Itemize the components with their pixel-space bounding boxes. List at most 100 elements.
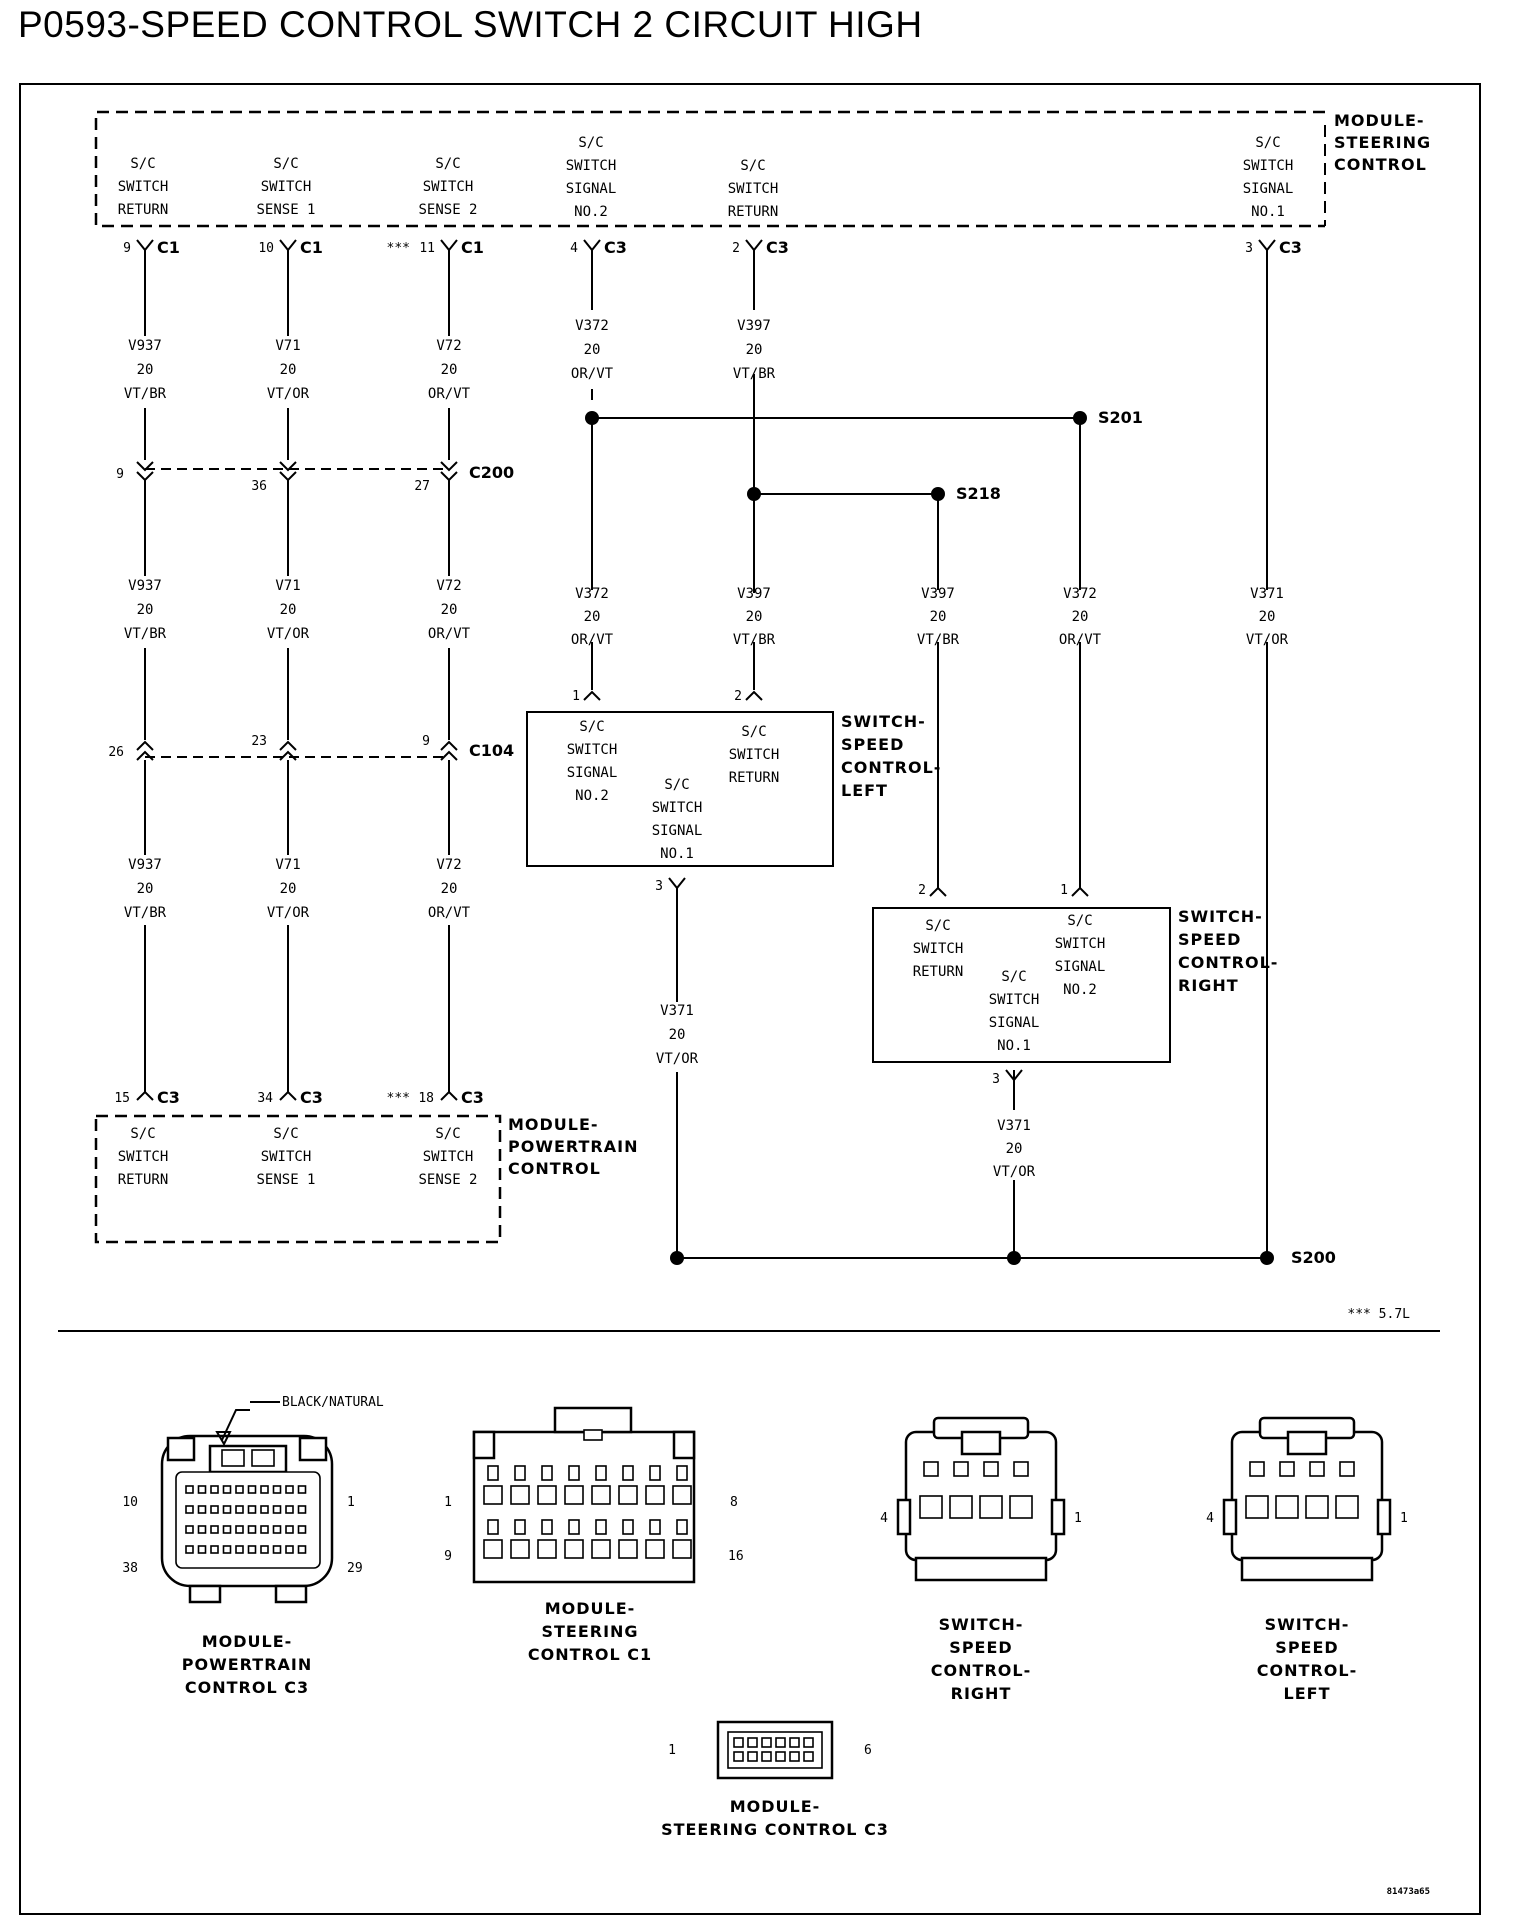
pin-cavity [297, 1505, 307, 1514]
svg-text:S/C: S/C [925, 918, 950, 934]
pin-cavity [618, 1539, 638, 1559]
figure-id: 81473a65 [1387, 1887, 1430, 1897]
pin-cavity [483, 1485, 503, 1505]
pin-cavity [222, 1525, 232, 1534]
pin-cavity [1245, 1495, 1269, 1519]
pin-cavity [645, 1485, 665, 1505]
svg-text:NO.1: NO.1 [1251, 204, 1285, 220]
svg-text:C1: C1 [157, 238, 180, 257]
svg-text:20: 20 [1259, 609, 1276, 625]
switch-left-view-pins: 4 1 [1206, 1511, 1408, 1526]
svg-text:S/C: S/C [1067, 913, 1092, 929]
svg-text:20: 20 [669, 1027, 686, 1043]
svg-text:SWITCH: SWITCH [913, 941, 964, 957]
pin-cavity [537, 1485, 557, 1505]
steering-terminal-labels: S/C SWITCH RETURN S/C SWITCH SENSE 1 S/C… [118, 135, 1294, 220]
svg-text:V371: V371 [660, 1003, 694, 1019]
svg-text:VT/OR: VT/OR [267, 905, 310, 921]
pin-cavity [197, 1485, 207, 1494]
svg-text:1: 1 [1400, 1511, 1408, 1526]
splice-labels: S201 S218 S200 [956, 408, 1336, 1267]
svg-text:9: 9 [116, 467, 124, 482]
pin-cavity [260, 1525, 269, 1534]
pin-cavity [210, 1485, 219, 1494]
pin-latch [487, 1465, 499, 1481]
svg-text:CONTROL: CONTROL [508, 1159, 601, 1178]
svg-text:CONTROL-: CONTROL- [1257, 1661, 1357, 1680]
svg-text:SWITCH: SWITCH [1055, 936, 1106, 952]
pin-cavity [197, 1545, 207, 1554]
svg-text:CONTROL-: CONTROL- [841, 758, 941, 777]
steering-module-name: MODULE- STEERING CONTROL [1334, 111, 1430, 174]
svg-text:1: 1 [1074, 1511, 1082, 1526]
pin-cavity [803, 1751, 814, 1762]
svg-text:SENSE 1: SENSE 1 [256, 1172, 315, 1188]
svg-text:SWITCH: SWITCH [261, 179, 312, 195]
svg-text:V937: V937 [128, 857, 162, 873]
steering-module-box [94, 110, 1325, 228]
svg-text:VT/BR: VT/BR [733, 366, 776, 382]
svg-text:OR/VT: OR/VT [428, 386, 471, 402]
pin-latch [1249, 1461, 1265, 1477]
switch-left-name: SWITCH- SPEED CONTROL- LEFT [841, 712, 941, 800]
svg-text:POWERTRAIN: POWERTRAIN [182, 1655, 312, 1674]
wires-right-group [591, 262, 1268, 1259]
svg-text:S/C: S/C [435, 156, 460, 172]
svg-text:C104: C104 [469, 741, 514, 760]
pin-cavity [235, 1545, 244, 1554]
pin-cavity [733, 1751, 744, 1762]
svg-text:C200: C200 [469, 463, 514, 482]
svg-text:2: 2 [734, 689, 742, 704]
svg-text:MODULE-: MODULE- [730, 1797, 821, 1816]
svg-text:V937: V937 [128, 578, 162, 594]
svg-text:8: 8 [730, 1495, 738, 1510]
svg-text:S/C: S/C [740, 158, 765, 174]
pin-cavity [510, 1485, 530, 1505]
svg-text:CONTROL C1: CONTROL C1 [528, 1645, 652, 1664]
svg-text:4: 4 [1206, 1511, 1214, 1526]
svg-text:20: 20 [280, 881, 297, 897]
pin-latch [568, 1465, 580, 1481]
svg-text:SWITCH-: SWITCH- [1178, 907, 1263, 926]
svg-text:20: 20 [584, 609, 601, 625]
svg-text:SENSE 1: SENSE 1 [256, 202, 315, 218]
svg-text:RIGHT: RIGHT [951, 1684, 1012, 1703]
svg-text:S/C: S/C [130, 156, 155, 172]
pin-latch [622, 1465, 634, 1481]
svg-text:V397: V397 [921, 586, 955, 602]
pin-cavity [272, 1525, 282, 1534]
svg-text:C3: C3 [604, 238, 627, 257]
svg-text:38: 38 [122, 1561, 138, 1576]
svg-text:C1: C1 [461, 238, 484, 257]
svg-text:MODULE-: MODULE- [545, 1599, 636, 1618]
pin-latch [676, 1519, 688, 1535]
svg-text:S/C: S/C [273, 156, 298, 172]
svg-text:SWITCH: SWITCH [729, 747, 780, 763]
svg-text:29: 29 [347, 1561, 363, 1576]
svg-text:V71: V71 [275, 338, 300, 354]
pin-cavity [297, 1545, 307, 1554]
wire-labels-right: V372 20 OR/VT V397 20 VT/BR V372 20 OR/V… [571, 318, 1289, 1180]
pin-cavity [247, 1525, 257, 1534]
svg-text:SIGNAL: SIGNAL [566, 181, 617, 197]
svg-text:20: 20 [280, 602, 297, 618]
svg-text:V72: V72 [436, 338, 461, 354]
pin-cavity [789, 1751, 800, 1762]
pin-latch [541, 1465, 553, 1481]
splice-dots [585, 411, 1274, 1265]
switch-left-connector-view [1222, 1416, 1392, 1582]
switch-left-box [526, 711, 834, 867]
pin-cavity [1009, 1495, 1033, 1519]
pin-latch [923, 1461, 939, 1477]
switch-left-pins: 1 2 3 [572, 689, 763, 894]
svg-text:LEFT: LEFT [841, 781, 888, 800]
svg-text:NO.2: NO.2 [1063, 982, 1097, 998]
svg-text:SWITCH: SWITCH [118, 179, 169, 195]
svg-text:SWITCH: SWITCH [118, 1149, 169, 1165]
svg-text:SWITCH: SWITCH [652, 800, 703, 816]
svg-text:20: 20 [137, 362, 154, 378]
svg-text:SWITCH: SWITCH [423, 179, 474, 195]
pin-cavity [618, 1485, 638, 1505]
svg-text:1: 1 [668, 1743, 676, 1758]
